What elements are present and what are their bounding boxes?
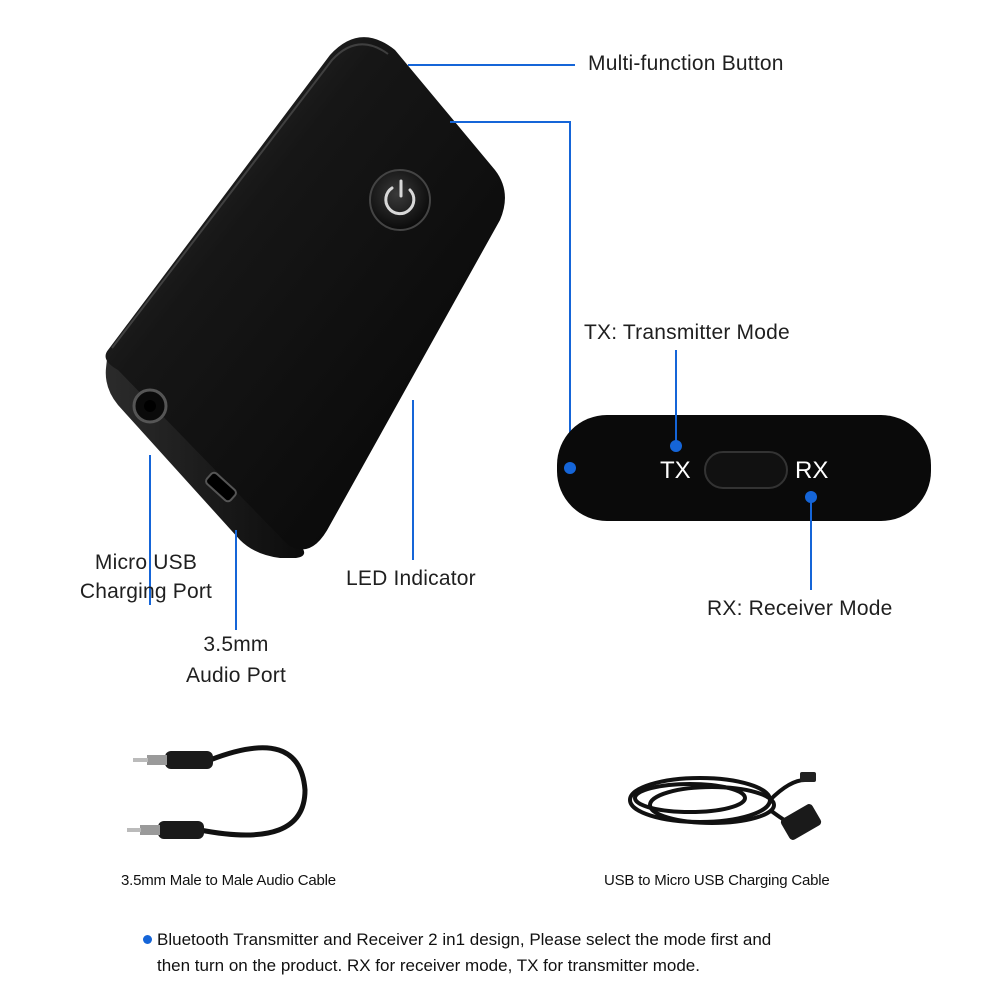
usage-note-line1: Bluetooth Transmitter and Receiver 2 in1… <box>157 930 772 949</box>
label-led-indicator: LED Indicator <box>346 567 476 590</box>
label-multi-function-button: Multi-function Button <box>588 52 784 75</box>
usage-note: Bluetooth Transmitter and Receiver 2 in1… <box>143 927 903 979</box>
label-audio-port-line2: Audio Port <box>185 664 287 687</box>
switch-rx-label: RX <box>795 457 829 484</box>
label-audio-port-line1: 3.5mm <box>203 633 269 656</box>
device-body <box>105 37 505 550</box>
micro-usb-port <box>205 471 237 503</box>
usage-note-line2: then turn on the product. RX for receive… <box>157 956 700 975</box>
label-audio-port: 3.5mm Audio Port <box>164 629 308 691</box>
callout-mode-switch <box>450 121 571 468</box>
label-rx-mode: RX: Receiver Mode <box>707 597 893 620</box>
audio-cable-caption: 3.5mm Male to Male Audio Cable <box>121 872 336 889</box>
bullet-icon <box>143 935 152 944</box>
multi-function-button <box>369 169 431 231</box>
mode-slider <box>704 451 788 489</box>
label-micro-usb-line1: Micro USB <box>94 551 198 574</box>
led-dot <box>564 462 576 474</box>
power-icon <box>384 179 416 216</box>
switch-tx-label: TX <box>660 457 691 484</box>
usb-cable-illustration <box>628 776 806 827</box>
audio-cable-illustration <box>127 745 308 839</box>
label-micro-usb-line2: Charging Port <box>79 580 213 603</box>
label-micro-usb: Micro USB Charging Port <box>62 548 230 606</box>
label-tx-mode: TX: Transmitter Mode <box>584 321 790 344</box>
usb-cable-caption: USB to Micro USB Charging Cable <box>604 872 830 889</box>
